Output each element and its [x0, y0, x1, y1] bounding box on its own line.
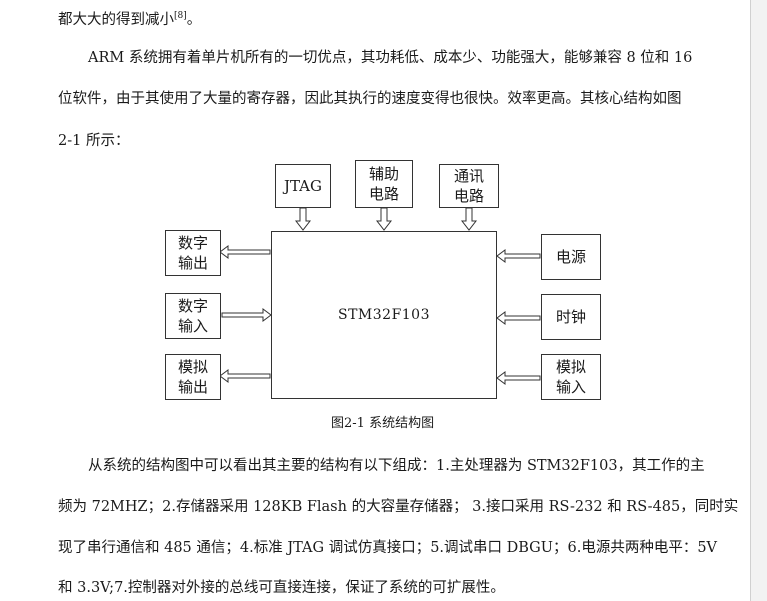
box-digital-output: 数字输出 — [165, 230, 221, 276]
arrow-power-in — [496, 249, 541, 263]
paragraph-line-4: 2-1 所示： — [58, 133, 130, 149]
arrow-aux-down — [375, 207, 393, 231]
box-analog-output: 模拟输出 — [165, 354, 221, 400]
citation-mark: [8] — [174, 11, 187, 21]
paragraph-line-8: 和 3.3V;7.控制器对外接的总线可直接连接，保证了系统的可扩展性。 — [58, 580, 505, 596]
box-mcu: STM32F103 — [271, 231, 497, 399]
arrow-analog-out — [219, 369, 271, 383]
paragraph-line-7: 现了串行通信和 485 通信；4.标准 JTAG 调试仿真接口；5.调试串口 D… — [58, 540, 718, 556]
box-comm-circuit: 通讯电路 — [439, 164, 499, 208]
arrow-clock-in — [496, 311, 541, 325]
box-digital-input: 数字输入 — [165, 293, 221, 339]
arrow-digital-out — [219, 245, 271, 259]
diagram-arrows — [219, 207, 541, 385]
box-power: 电源 — [541, 234, 601, 280]
page-margin-edge — [750, 0, 767, 601]
arrow-jtag-down — [294, 207, 312, 231]
system-structure-diagram: JTAG 辅助电路 通讯电路 STM32F103 数字输出 数字输入 模拟输出 … — [160, 158, 610, 408]
paragraph-line-5: 从系统的结构图中可以看出其主要的结构有以下组成：1.主处理器为 STM32F10… — [88, 458, 705, 474]
box-clock: 时钟 — [541, 294, 601, 340]
box-aux-circuit: 辅助电路 — [355, 160, 413, 208]
arrow-comm-down — [460, 207, 478, 231]
paragraph-line-1: 都大大的得到减小[8]。 — [58, 11, 202, 28]
paragraph-line-6: 频为 72MHZ；2.存储器采用 128KB Flash 的大容量存储器； 3.… — [58, 499, 739, 515]
paragraph-line-2: ARM 系统拥有着单片机所有的一切优点，其功耗低、成本少、功能强大，能够兼容 8… — [88, 50, 693, 66]
box-analog-input: 模拟输入 — [541, 354, 601, 400]
arrow-digital-in — [221, 308, 272, 322]
figure-caption: 图2-1 系统结构图 — [331, 416, 435, 431]
box-jtag: JTAG — [275, 164, 331, 208]
document-page: 都大大的得到减小[8]。 ARM 系统拥有着单片机所有的一切优点，其功耗低、成本… — [58, 11, 739, 596]
arrow-analog-in — [496, 371, 541, 385]
paragraph-line-3: 位软件，由于其使用了大量的寄存器，因此其执行的速度变得也很快。效率更高。其核心结… — [58, 91, 682, 107]
